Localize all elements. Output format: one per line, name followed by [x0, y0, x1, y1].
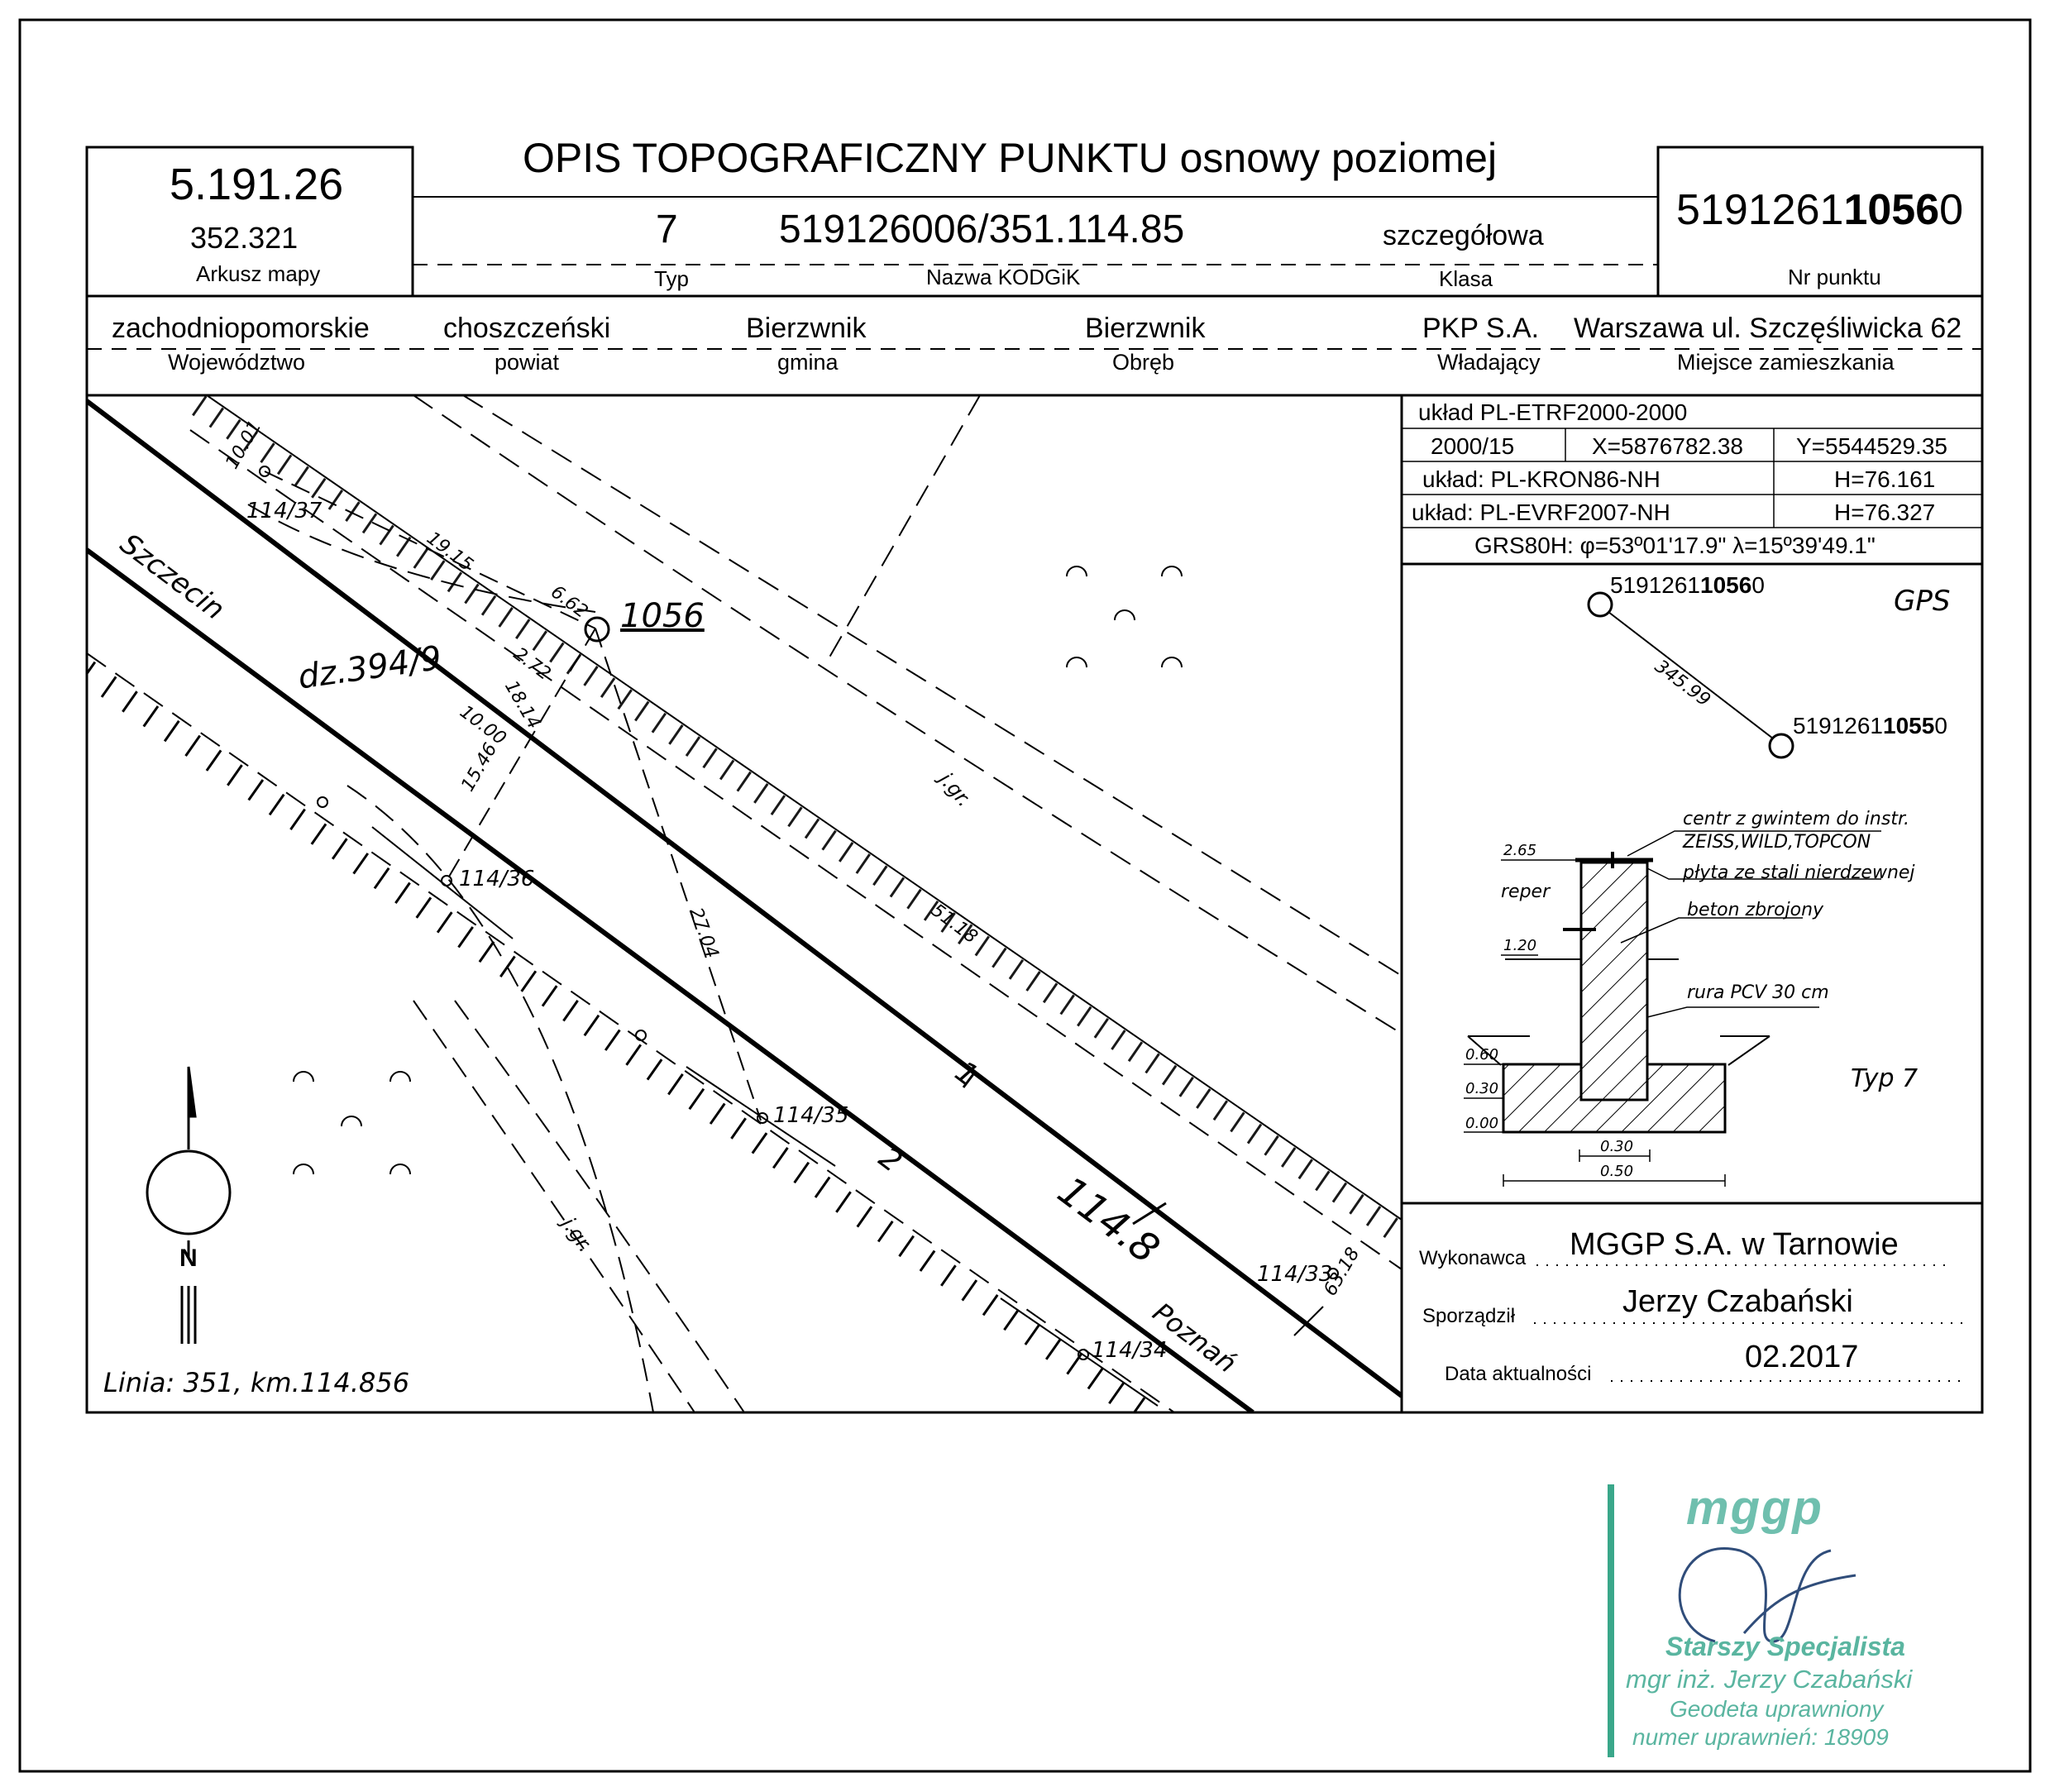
precinct: Bierzwnik — [1085, 313, 1206, 344]
gps-point-a-bold: 1056 — [1700, 572, 1752, 598]
sheet-label: Arkusz mapy — [196, 261, 321, 286]
main-point-label: 1056 — [620, 597, 705, 635]
plate-note: płyta ze stali nierdzewnej — [1683, 863, 1915, 883]
residence-label: Miejsce zamieszkania — [1677, 350, 1895, 375]
kodgik-value: 519126006/351.114.85 — [779, 208, 1185, 251]
date: 02.2017 — [1745, 1340, 1859, 1374]
stamp-signature — [1678, 1547, 1856, 1643]
contractor-label: Wykonawca — [1419, 1247, 1527, 1269]
gps-point-a: 519126110560 — [1610, 574, 1765, 597]
point-label-114-37: 114/37 — [246, 499, 323, 523]
voivodeship: zachodniopomorskie — [112, 313, 370, 344]
sheet-sub-number: 352.321 — [190, 221, 299, 255]
form-title: OPIS TOPOGRAFICZNY PUNKTU osnowy poziome… — [523, 135, 1498, 181]
coord-y: Y=5544529.35 — [1796, 433, 1947, 459]
owner-label: Władający — [1437, 350, 1541, 375]
owner: PKP S.A. — [1422, 313, 1540, 344]
commune: Bierzwnik — [746, 313, 867, 344]
kron-label: układ: PL-KRON86-NH — [1422, 466, 1661, 492]
gps-point-a-prefix: 5191261 — [1610, 572, 1701, 598]
level-0-00: 0.00 — [1465, 1115, 1499, 1132]
point-number-label: Nr punktu — [1788, 265, 1881, 289]
type-value: 7 — [656, 208, 678, 251]
kodgik-label: Nazwa KODGiK — [926, 265, 1081, 289]
centr-note-2: ZEISS,WILD,TOPCON — [1683, 832, 1871, 853]
point-label-114-34: 114/34 — [1092, 1338, 1168, 1363]
coord-system: układ PL-ETRF2000-2000 — [1418, 399, 1688, 425]
level-0-30: 0.30 — [1465, 1080, 1499, 1097]
residence: Warszawa ul. Szczęśliwicka 62 — [1574, 313, 1962, 344]
point-number: 519126110560 — [1676, 189, 1963, 232]
width-0-30: 0.30 — [1600, 1138, 1634, 1155]
class-label: Klasa — [1439, 266, 1493, 291]
kron-height: H=76.161 — [1834, 466, 1936, 492]
level-0-60: 0.60 — [1465, 1046, 1499, 1063]
point-label-114-33: 114/33 — [1257, 1262, 1333, 1287]
point-label-114-36: 114/36 — [459, 867, 535, 891]
stamp-line-1: Starszy Specjalista — [1665, 1632, 1905, 1661]
sheet-number: 5.191.26 — [170, 160, 344, 209]
point-number-bold: 1056 — [1843, 186, 1940, 234]
coord-x: X=5876782.38 — [1592, 433, 1743, 459]
author: Jerzy Czabański — [1622, 1284, 1853, 1319]
grs80-coords: GRS80H: φ=53º01'17.9" λ=15º39'49.1" — [1474, 533, 1876, 558]
point-number-prefix: 5191261 — [1676, 186, 1844, 234]
width-0-50: 0.50 — [1600, 1163, 1634, 1180]
line-info: Linia: 351, km.114.856 — [103, 1367, 410, 1398]
stamp-logo: mggp — [1686, 1481, 1823, 1535]
gps-point-b-suffix: 0 — [1934, 713, 1947, 738]
gps-point-b-bold: 1055 — [1883, 713, 1935, 738]
commune-label: gmina — [777, 350, 839, 375]
stamp-line-3: Geodeta uprawniony — [1670, 1696, 1884, 1722]
company-stamp: mggp Starszy Specjalista mgr inż. Jerzy … — [1608, 1481, 1912, 1757]
stamp-border — [1608, 1484, 1614, 1757]
evrf-label: układ: PL-EVRF2007-NH — [1412, 499, 1670, 525]
gps-point-b-prefix: 5191261 — [1793, 713, 1884, 738]
centr-note-1: centr z gwintem do instr. — [1683, 809, 1909, 829]
level-1-20: 1.20 — [1503, 937, 1537, 954]
point-label-114-35: 114/35 — [773, 1103, 849, 1128]
date-label: Data aktualności — [1445, 1363, 1592, 1385]
county: choszczeński — [443, 313, 611, 344]
concrete-note: beton zbrojony — [1687, 900, 1824, 920]
precinct-label: Obręb — [1112, 350, 1175, 375]
gps-point-a-suffix: 0 — [1751, 572, 1765, 598]
north-label: N — [179, 1245, 198, 1272]
class-value: szczegółowa — [1383, 220, 1544, 251]
type-label: Typ — [654, 266, 689, 291]
stamp-line-2: mgr inż. Jerzy Czabański — [1626, 1665, 1913, 1694]
gps-label: GPS — [1894, 585, 1951, 618]
evrf-height: H=76.327 — [1834, 499, 1936, 525]
county-label: powiat — [495, 350, 560, 375]
stamp-line-4: numer uprawnień: 18909 — [1632, 1724, 1889, 1750]
author-label: Sporządził — [1422, 1305, 1516, 1327]
voivodeship-label: Województwo — [168, 350, 306, 375]
gps-point-b: 519126110550 — [1793, 714, 1947, 738]
level-2-65: 2.65 — [1503, 842, 1537, 859]
benchmark-note: reper — [1501, 882, 1551, 902]
coord-zone: 2000/15 — [1431, 433, 1515, 459]
point-number-suffix: 0 — [1939, 186, 1964, 234]
section-type-label: Typ 7 — [1851, 1064, 1919, 1093]
pipe-note: rura PCV 30 cm — [1687, 982, 1829, 1003]
contractor: MGGP S.A. w Tarnowie — [1570, 1227, 1899, 1262]
